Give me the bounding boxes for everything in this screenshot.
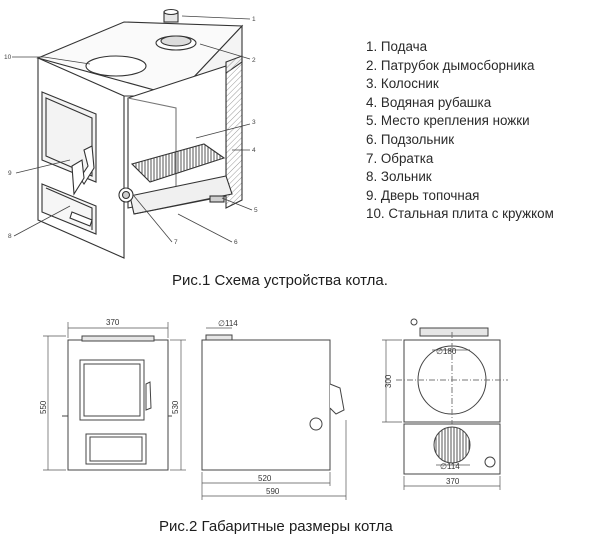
leg-mount xyxy=(209,195,225,203)
legend-item: 5. Место крепления ножки xyxy=(366,113,530,129)
callout-leaders xyxy=(12,15,253,243)
front-height-label: 550 xyxy=(39,400,48,414)
component-legend: 1. Подача 2. Патрубок дымосборника 3. Ко… xyxy=(366,38,554,224)
legend-item: 4. Водяная рубашка xyxy=(366,94,492,110)
side-view xyxy=(201,334,345,471)
callout-4: 4 xyxy=(252,147,256,154)
front-view xyxy=(62,335,172,471)
legend-item: 8. Зольник xyxy=(366,169,432,185)
side-pipe-diameter-label: ∅114 xyxy=(218,319,238,328)
figure2-caption: Рис.2 Габаритные размеры котла xyxy=(159,518,393,535)
rear-width-label: 370 xyxy=(446,477,460,486)
front-dimensions xyxy=(43,322,186,471)
rear-view-pipe xyxy=(433,426,471,464)
callout-3: 3 xyxy=(252,119,256,126)
callout-6: 6 xyxy=(234,239,238,246)
boiler-isometric xyxy=(36,8,244,259)
callout-2: 2 xyxy=(252,57,256,64)
top-view xyxy=(396,327,508,428)
grate xyxy=(130,143,226,183)
rear-view xyxy=(403,423,501,475)
top-plate-diameter-label: ∅180 xyxy=(436,347,457,356)
rear-dimensions xyxy=(403,464,501,490)
figure1-caption: Рис.1 Схема устройства котла. xyxy=(172,272,388,289)
callout-5: 5 xyxy=(254,207,258,214)
side-width-label: 520 xyxy=(258,474,272,483)
side-view-return-pipe xyxy=(309,417,323,431)
rear-pipe-diameter-label: ∅114 xyxy=(440,462,460,471)
front-view-ash-door xyxy=(85,433,147,465)
ash-pan xyxy=(129,175,233,215)
front-inner-height-label: 530 xyxy=(171,400,180,414)
top-height-label: 300 xyxy=(384,374,393,388)
callout-7: 7 xyxy=(174,239,178,246)
legend-item: 6. Подзольник xyxy=(366,131,455,147)
front-width-label: 370 xyxy=(106,318,120,327)
callout-labels: 1 2 3 4 5 6 7 8 9 10 xyxy=(4,16,258,246)
callout-8: 8 xyxy=(8,233,12,240)
legend-item: 7. Обратка xyxy=(366,150,434,166)
callout-1: 1 xyxy=(252,16,256,23)
side-view-handle xyxy=(329,383,345,415)
side-dimensions xyxy=(201,327,347,500)
callout-9: 9 xyxy=(8,170,12,177)
plate-hole xyxy=(85,55,147,77)
top-view-marker xyxy=(410,318,418,326)
legend-item: 1. Подача xyxy=(366,39,428,54)
front-view-door xyxy=(79,359,145,421)
callout-10: 10 xyxy=(4,54,12,61)
legend-item: 9. Дверь топочная xyxy=(366,187,480,203)
fire-door xyxy=(41,91,97,183)
legend-item: 2. Патрубок дымосборника xyxy=(366,57,535,73)
legend-item: 10. Стальная плита с кружком xyxy=(366,206,554,222)
top-dimensions xyxy=(382,339,470,423)
legend-item: 3. Колосник xyxy=(366,76,439,92)
side-total-width-label: 590 xyxy=(266,487,280,496)
rear-view-return xyxy=(484,456,496,468)
